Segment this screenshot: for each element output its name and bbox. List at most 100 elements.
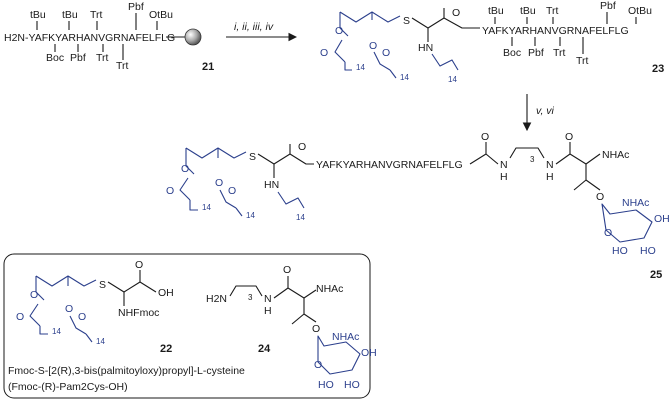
c24-label-4: O	[283, 264, 291, 276]
c25-label-1: O	[215, 177, 223, 189]
c23-label-9: 14	[448, 75, 457, 84]
c24-label-5: NHAc	[316, 283, 343, 295]
compound-22: O O O 14 O 14 S O OH NHFmoc 22	[16, 259, 174, 355]
c22-label-3: O	[135, 259, 143, 271]
c24-label-10: HO	[318, 379, 334, 391]
c25-label-9: 14	[296, 213, 305, 222]
pg-23-2: Trt	[546, 5, 559, 17]
c25-label-4: O	[228, 185, 236, 197]
c25-label-14: N	[546, 159, 554, 171]
c25-label-17: NHAc	[602, 149, 629, 161]
bond	[39, 326, 48, 335]
bond	[29, 303, 41, 327]
pg-23-6: Pbf	[528, 47, 544, 59]
bond	[339, 12, 349, 37]
c23-label-4: O	[382, 47, 390, 59]
pg-21-2: Trt	[90, 9, 103, 21]
pg-21-6: Pbf	[70, 52, 86, 64]
caption-line-1: Fmoc-S-[2(R),3-bis(palmitoyloxy)propyl]-…	[8, 365, 245, 377]
pg-23-1: tBu	[520, 5, 536, 17]
pg-23-4: OtBu	[628, 5, 652, 17]
compound-number-21: 21	[202, 61, 214, 73]
c24-label-8: O	[314, 359, 322, 371]
reaction-arrow-2: v, vi	[522, 94, 555, 132]
pg-23-8: Trt	[576, 55, 589, 67]
bond	[509, 147, 545, 159]
step2-conditions: v, vi	[536, 105, 555, 117]
bond	[573, 164, 601, 191]
c25-label-21: OH	[654, 213, 670, 225]
c25-label-6: O	[298, 141, 306, 153]
c24-label-11: HO	[344, 379, 360, 391]
c25-label-23: HO	[640, 245, 656, 257]
bond	[229, 285, 263, 297]
reagent-inset-box	[3, 253, 371, 399]
compound-number-23: 23	[652, 63, 664, 75]
bond	[257, 153, 314, 165]
c23-label-7: 14	[356, 63, 365, 72]
c22-label-5: NHFmoc	[118, 307, 159, 319]
compound-number-22: 22	[160, 343, 172, 355]
reaction-arrow-1: i, ii, iii, iv	[226, 21, 298, 42]
bond	[107, 281, 157, 293]
c25-label-20: O	[604, 227, 612, 239]
c22-label-6: O	[16, 311, 24, 323]
pg-21-0: tBu	[30, 9, 46, 21]
compound-number-24: 24	[258, 343, 271, 355]
pg-21-3: Pbf	[128, 1, 144, 13]
c23-label-2: S	[403, 15, 410, 27]
step1-conditions: i, ii, iii, iv	[234, 21, 274, 33]
bond	[411, 17, 480, 29]
c25-label-18: O	[596, 191, 604, 203]
c22-label-9: 14	[96, 337, 105, 346]
bond	[219, 189, 237, 209]
compound-23-sequence: YAFKYARHANVGRNAFELFLG	[482, 25, 629, 37]
bond	[185, 148, 195, 175]
c22-label-2: S	[99, 279, 106, 291]
c23-label-0: O	[335, 25, 343, 37]
c25-label-15: H	[546, 171, 554, 183]
bond	[291, 298, 317, 325]
c24-label-1: 3	[248, 293, 253, 302]
bond	[344, 62, 352, 71]
c25-label-19: NHAc	[622, 197, 649, 209]
c24-label-7: NHAc	[332, 331, 359, 343]
bond	[277, 191, 305, 209]
pg-21-7: Trt	[96, 52, 109, 64]
resin-bead-icon	[184, 28, 202, 46]
compound-21-sequence: H2N-YAFKYARHANVGRNAFELFLG	[4, 32, 175, 44]
c25-label-0: O	[181, 163, 189, 175]
pg-23-7: Trt	[553, 47, 566, 59]
c22-label-7: O	[78, 311, 86, 323]
pg-23-0: tBu	[488, 5, 504, 17]
c24-label-9: OH	[361, 347, 377, 359]
compound-25-sequence: YAFKYARHANVGRNAFELFLG	[316, 159, 463, 171]
c25-label-8: 14	[246, 211, 255, 220]
c25-label-5: HN	[264, 179, 279, 191]
c25-label-10: O	[481, 131, 489, 143]
compound-23: O O O 14 O 14 S O HN 14 YAFKYARHANVGRNAF…	[320, 0, 664, 84]
bond	[85, 333, 93, 343]
sugar-ring	[601, 203, 653, 243]
c24-label-3: H	[264, 305, 272, 317]
caption-line-2: (Fmoc-(R)-Pam2Cys-OH)	[8, 381, 128, 393]
c24-label-0: H2N	[206, 293, 227, 305]
pg-21-1: tBu	[62, 9, 78, 21]
pg-21-5: Boc	[46, 52, 64, 64]
c23-label-5: HN	[418, 42, 433, 54]
c25-label-11: N	[500, 159, 508, 171]
c25-label-3: O	[166, 185, 174, 197]
pg-23-3: Pbf	[600, 0, 616, 12]
bond	[373, 51, 391, 71]
c22-label-1: O	[65, 303, 73, 315]
compound-25: O O O 14 O 14 S O HN 14 YAFKYARHANVGRNAF…	[166, 131, 670, 281]
bond	[189, 200, 198, 211]
compound-24: H2N 3 N H O NHAc O NHAc O OH HO HO 24	[206, 264, 377, 391]
c25-label-22: HO	[612, 245, 628, 257]
bond	[185, 147, 247, 159]
c25-label-7: 14	[202, 203, 211, 212]
bond	[179, 177, 191, 201]
bond	[235, 207, 243, 217]
